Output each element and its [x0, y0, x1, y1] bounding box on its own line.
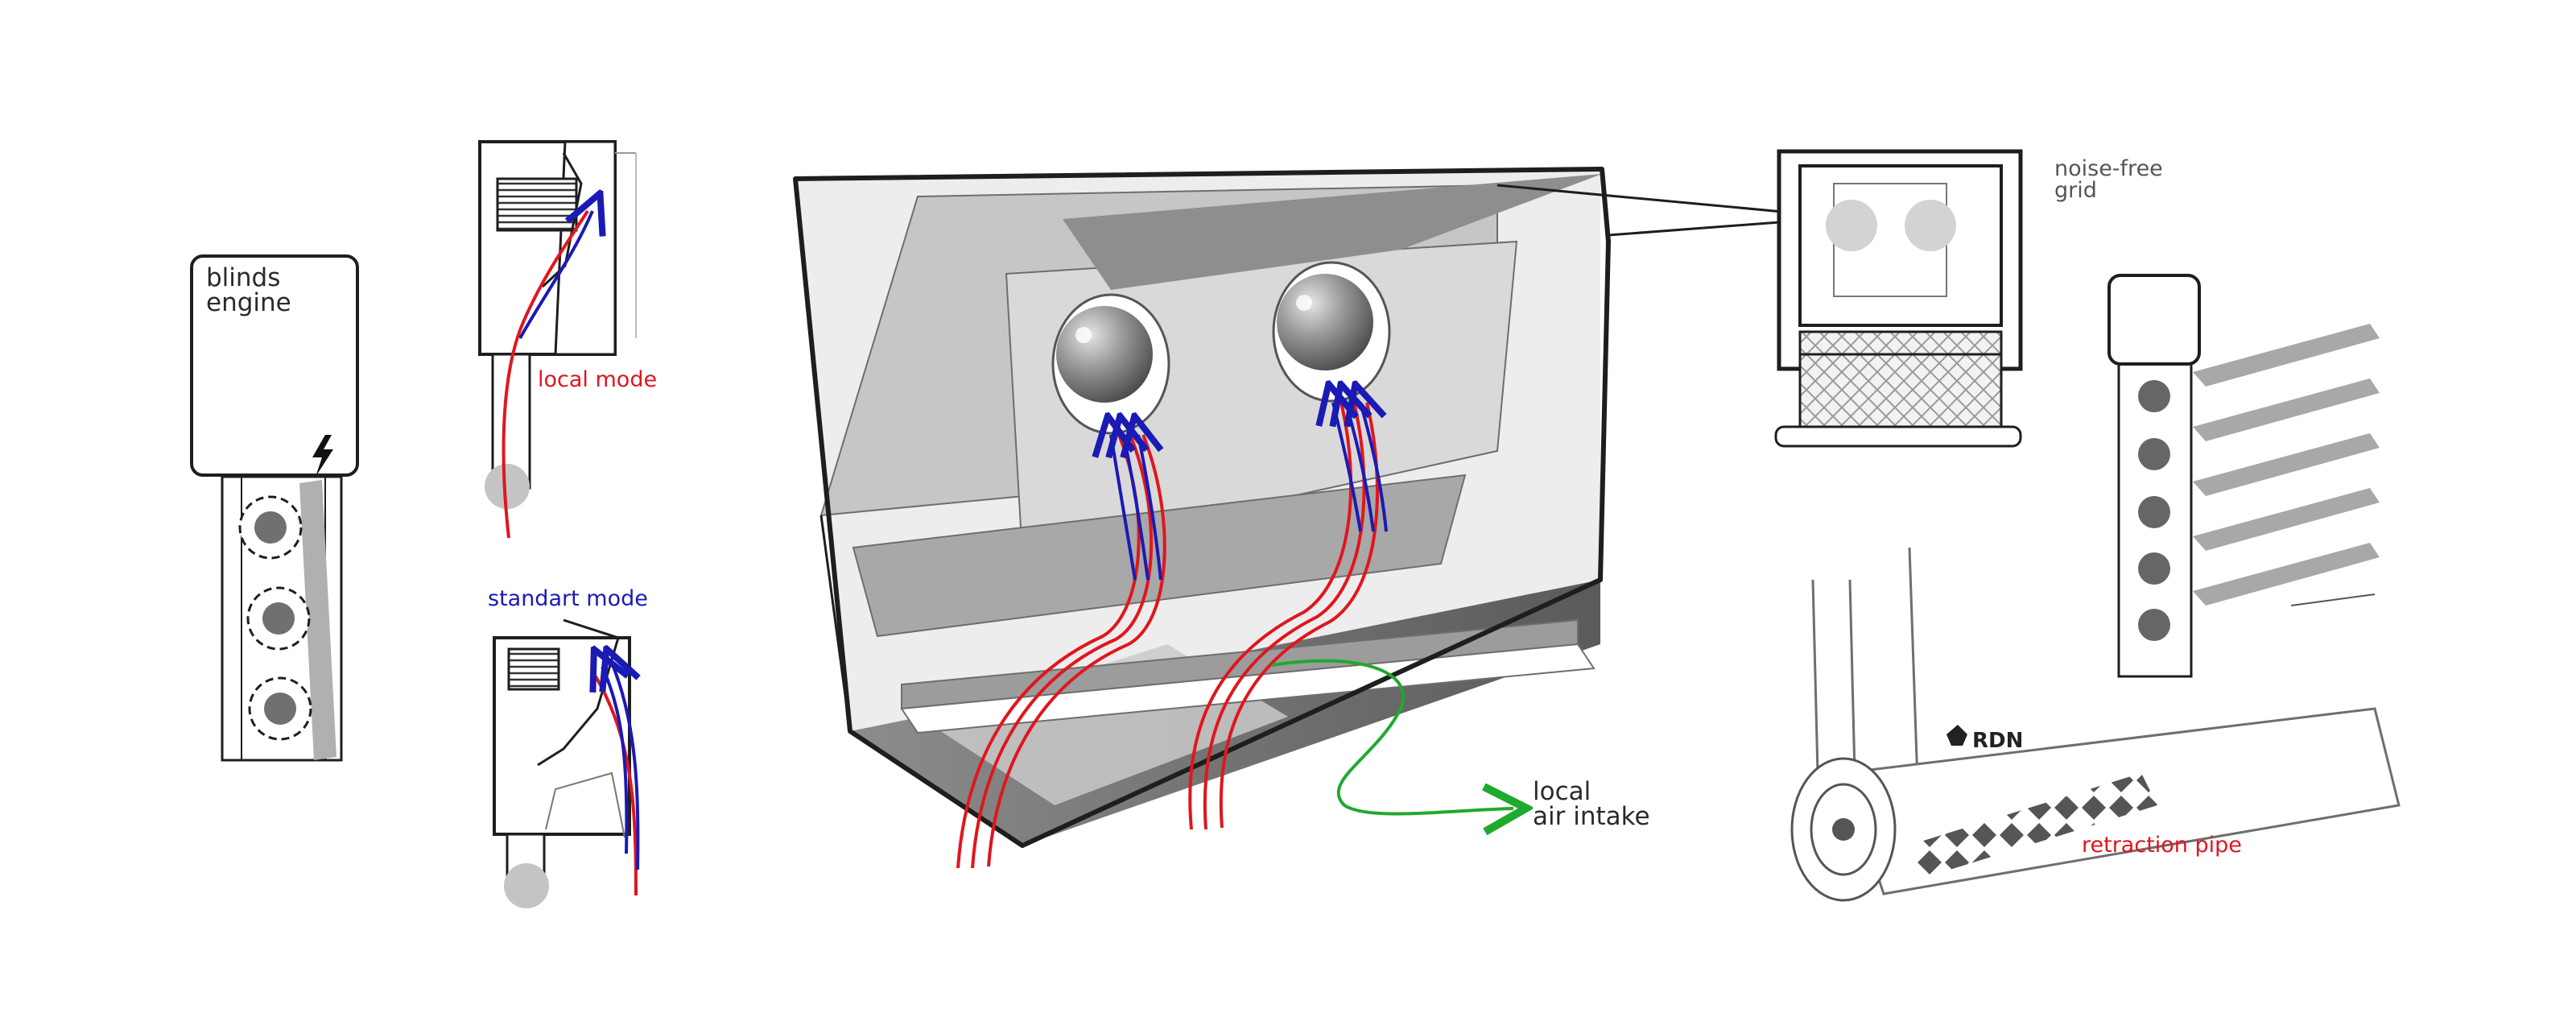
- brand-label: RDN: [1972, 729, 2023, 753]
- engine-housing: [190, 254, 359, 477]
- blinds-slats: [2107, 274, 2380, 678]
- local-air-intake-label: local air intake: [1533, 777, 1650, 831]
- warm-air-flow: [594, 676, 638, 896]
- main-ventilation-unit: [793, 167, 1844, 869]
- mesh-grid: [1798, 330, 2003, 436]
- warm-air-flow: [502, 209, 589, 539]
- cold-air-flow: [518, 211, 592, 339]
- lightning-icon: [312, 435, 333, 477]
- cold-air-flow: [1111, 403, 1388, 581]
- blinds-engine-label: blinds engine: [206, 263, 291, 317]
- gear-icon: [248, 676, 312, 741]
- rail-cap: [2107, 274, 2201, 366]
- retraction-pipe-label: retraction pipe: [2082, 833, 2242, 858]
- gear-icon: [238, 495, 303, 560]
- intake-air-flow: [1271, 659, 1513, 814]
- blinds-engine-unit: [190, 254, 359, 762]
- standart-mode-label: standart mode: [488, 586, 648, 611]
- louver-grille: [507, 647, 560, 691]
- noise-free-grid-label: noise-free grid: [2054, 156, 2163, 203]
- pipe-end: [485, 464, 530, 509]
- fan-lens: [1272, 261, 1391, 403]
- gear-icon: [2138, 609, 2170, 641]
- retraction-pipe-detail: RDN: [1790, 547, 2401, 902]
- gear-icon: [2138, 380, 2170, 412]
- pipe-end: [504, 863, 549, 908]
- local-mode-sketch: [478, 140, 637, 539]
- cold-air-flow: [613, 667, 638, 870]
- local-mode-label: local mode: [538, 367, 658, 392]
- fan-lens: [1051, 293, 1170, 435]
- noise-free-grid-detail: [1774, 149, 2023, 448]
- gear-icon: [2138, 496, 2170, 528]
- gear-icon: [246, 586, 311, 651]
- rdn-logo-icon: RDN: [1946, 725, 2023, 753]
- gear-icon: [2138, 438, 2170, 470]
- engine-rack: [299, 480, 336, 760]
- diamond-pattern: [1908, 773, 2157, 878]
- standart-mode-sketch: [493, 618, 638, 908]
- gear-icon: [2138, 552, 2170, 585]
- louver-grille: [496, 177, 578, 232]
